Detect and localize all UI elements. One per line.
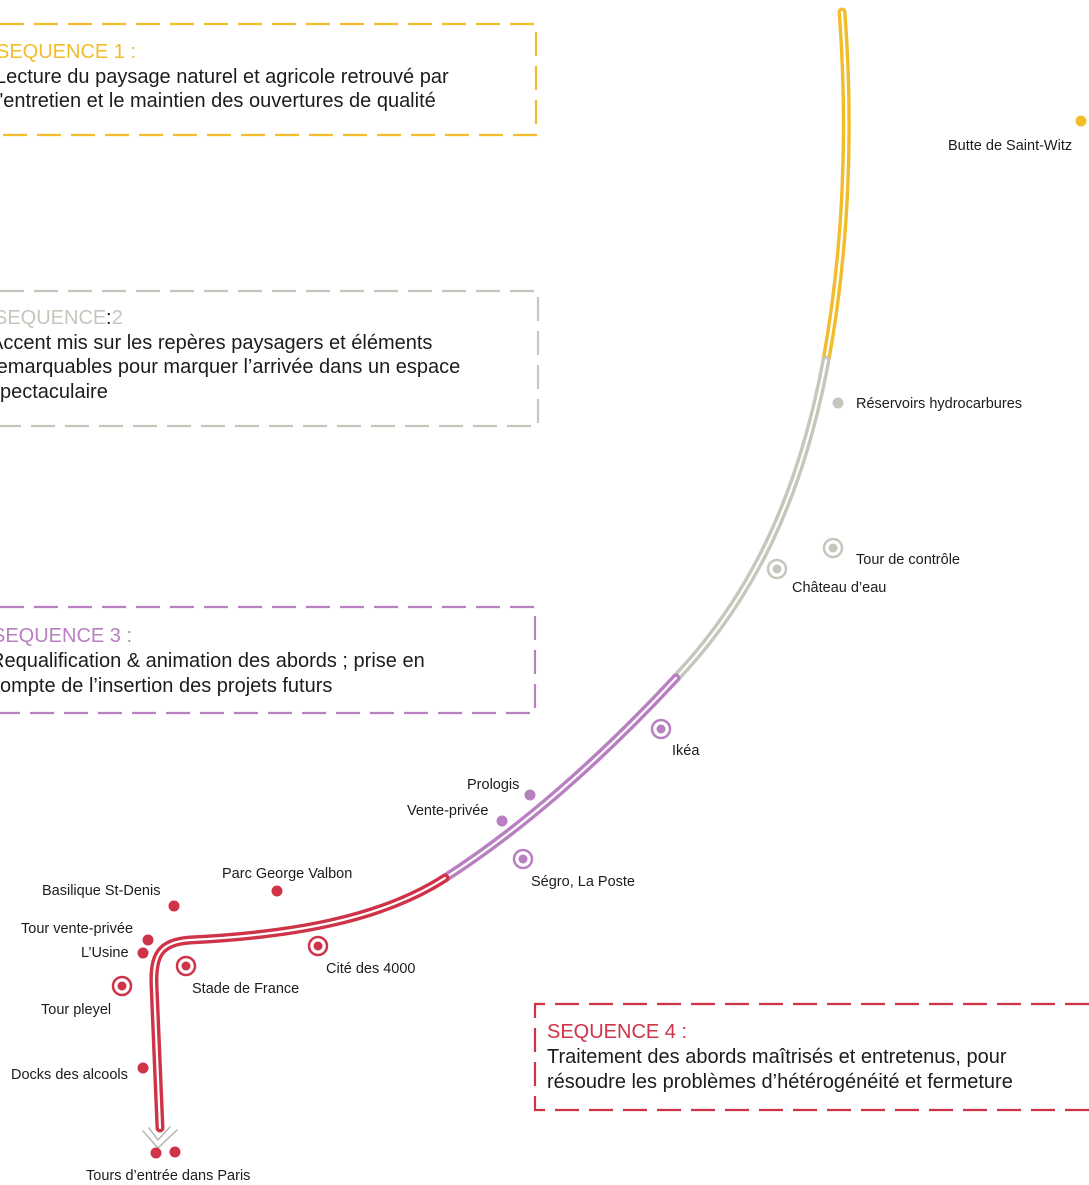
sequence-2-line-2: remarquables pour marquer l’arrivée dans… <box>0 356 460 378</box>
sequence-4-line-2: résoudre les problèmes d’hétérogénéité e… <box>547 1071 1013 1093</box>
landmark-cite-4000: Cité des 4000 <box>307 935 415 977</box>
sequence-2-title: SEQUENCE 2 <box>0 307 123 329</box>
landmark-vente-privee: Vente-privée <box>407 803 508 827</box>
sequence-box-2: SEQUENCE 2 : Accent mis sur les repères … <box>0 289 540 428</box>
dot-marker <box>169 1146 181 1158</box>
landmarks: Butte de Saint-Witz Réservoirs hydrocarb… <box>11 115 1087 1184</box>
sequence-4-frame <box>533 1002 1089 1112</box>
ring-marker <box>175 955 197 977</box>
ring-marker <box>650 718 672 740</box>
landmark-label: Tours d’entrée dans Paris <box>86 1168 250 1184</box>
landmark-basilique: Basilique St-Denis <box>42 883 180 912</box>
landmark-reservoirs: Réservoirs hydrocarbures <box>832 396 1022 412</box>
landmark-parc-valbon: Parc George Valbon <box>222 866 352 897</box>
landmark-label: Docks des alcools <box>11 1067 128 1083</box>
landmark-label: Stade de France <box>192 981 299 997</box>
sequence-4-line-1: Traitement des abords maîtrisés et entre… <box>547 1046 1007 1068</box>
ring-marker <box>111 975 133 997</box>
dot-marker <box>137 947 149 959</box>
sequence-box-1: SEQUENCE 1 : Lecture du paysage naturel … <box>0 22 538 137</box>
landmark-docks-alcools: Docks des alcools <box>11 1062 149 1083</box>
dot-marker <box>142 934 154 946</box>
sequence-3-line-2: compte de l’insertion des projets futurs <box>0 675 332 697</box>
ring-marker <box>512 848 534 870</box>
landmark-tour-controle: Tour de contrôle <box>822 537 960 568</box>
landmark-tour-vente-privee: Tour vente-privée <box>21 921 154 946</box>
landmark-label: Ikéa <box>672 743 700 759</box>
landmark-prologis: Prologis <box>467 777 536 801</box>
ring-marker <box>307 935 329 957</box>
sequence-3-title: SEQUENCE 3 : <box>0 625 132 647</box>
landmark-tours-entree: Tours d’entrée dans Paris <box>86 1146 250 1184</box>
landmark-label: Tour de contrôle <box>856 552 960 568</box>
landmark-label: Tour pleyel <box>41 1002 111 1018</box>
sequence-box-4: SEQUENCE 4 : Traitement des abords maîtr… <box>533 1002 1089 1112</box>
sequence-3-line-1: Requalification & animation des abords ;… <box>0 650 425 672</box>
landmark-butte-saint-witz: Butte de Saint-Witz <box>948 115 1087 154</box>
landmark-label: Ségro, La Poste <box>531 874 635 890</box>
sequence-2-title-suffix: : <box>106 307 112 329</box>
route-segment-grey <box>671 355 831 683</box>
sequence-2-frame <box>0 289 540 428</box>
dot-marker <box>150 1147 162 1159</box>
landmark-label: Vente-privée <box>407 803 488 819</box>
sequence-3-frame <box>0 605 537 715</box>
landmark-label: Réservoirs hydrocarbures <box>856 396 1022 412</box>
landmark-ikea: Ikéa <box>650 718 700 759</box>
dot-marker <box>137 1062 149 1074</box>
landmark-label: Butte de Saint-Witz <box>948 138 1072 154</box>
landmark-label: L’Usine <box>81 945 129 961</box>
landmark-tour-pleyel: Tour pleyel <box>41 975 133 1018</box>
route-segment-yellow <box>821 7 851 365</box>
dot-marker <box>168 900 180 912</box>
sequence-box-3: SEQUENCE 3 : Requalification & animation… <box>0 605 537 715</box>
dot-marker <box>524 789 536 801</box>
landmark-usine: L’Usine <box>81 945 149 961</box>
landmark-stade-france: Stade de France <box>175 955 299 997</box>
landmark-chateau-eau: Château d’eau <box>766 558 886 596</box>
landmark-segro: Ségro, La Poste <box>512 848 635 890</box>
sequence-4-title: SEQUENCE 4 : <box>547 1021 687 1043</box>
landmark-label: Tour vente-privée <box>21 921 133 937</box>
dot-marker <box>271 885 283 897</box>
route <box>142 7 851 1149</box>
sequence-2-line-3: spectaculaire <box>0 381 108 403</box>
dot-marker <box>832 397 844 409</box>
landmark-label: Prologis <box>467 777 519 793</box>
dot-marker <box>496 815 508 827</box>
landmark-label: Basilique St-Denis <box>42 883 160 899</box>
sequence-1-line-2: l'entretien et le maintien des ouverture… <box>0 90 436 112</box>
sequence-1-title: SEQUENCE 1 : <box>0 41 136 63</box>
ring-marker <box>766 558 788 580</box>
route-segment-red <box>149 873 450 1133</box>
sequence-1-frame <box>0 22 538 137</box>
landmark-label: Cité des 4000 <box>326 961 415 977</box>
sequence-2-line-1: Accent mis sur les repères paysagers et … <box>0 332 432 354</box>
sequence-1-line-1: Lecture du paysage naturel et agricole r… <box>0 66 449 88</box>
ring-marker <box>822 537 844 559</box>
landmark-label: Parc George Valbon <box>222 866 352 882</box>
landmark-label: Château d’eau <box>792 580 886 596</box>
dot-marker <box>1075 115 1087 127</box>
